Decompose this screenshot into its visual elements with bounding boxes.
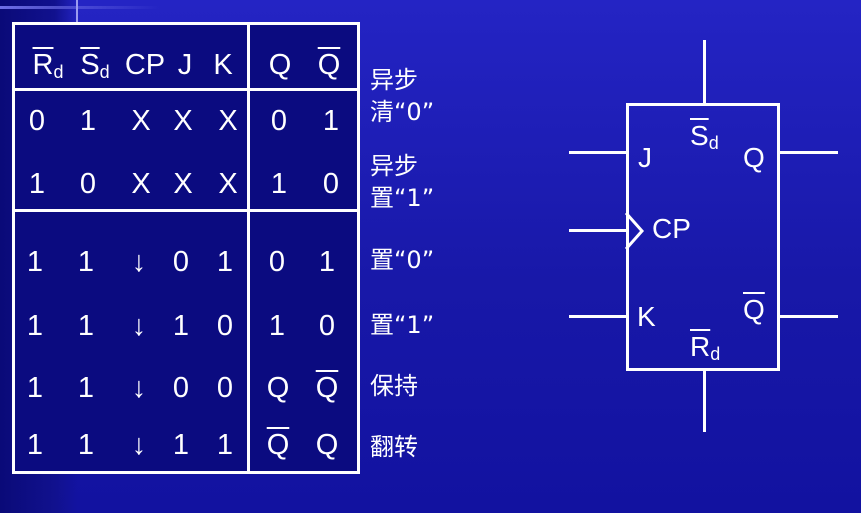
table-cell: ↓ xyxy=(131,372,147,404)
note-async-set-line2: 置“1” xyxy=(370,184,435,212)
pin-q xyxy=(779,151,838,154)
ff-label-k: K xyxy=(637,301,656,332)
table-cell: 0 xyxy=(322,168,340,200)
table-cell: Q xyxy=(315,429,339,461)
table-cell: 0 xyxy=(216,372,234,404)
table-cell: 0 xyxy=(79,168,97,200)
table-cell: 0 xyxy=(28,105,46,137)
table-cell: 1 xyxy=(216,429,234,461)
table-cell: Q xyxy=(266,372,290,404)
table-divider-vertical xyxy=(247,25,250,471)
table-cell: 1 xyxy=(26,310,44,342)
table-cell: X xyxy=(218,168,238,200)
table-cell: X xyxy=(131,168,151,200)
table-cell: 1 xyxy=(268,310,286,342)
table-cell: 1 xyxy=(318,246,336,278)
truth-table: Rd Sd CP J K Q Q 0 1 X X X 0 1 1 0 X X X… xyxy=(12,22,360,474)
top-decor-line xyxy=(76,0,78,24)
note-async-clear-line2: 清“0” xyxy=(370,98,435,126)
table-divider-async xyxy=(15,209,357,212)
table-cell: 0 xyxy=(172,372,190,404)
ff-label-sd: Sd xyxy=(690,120,719,153)
ff-label-qbar: Q xyxy=(743,294,765,325)
pin-k xyxy=(569,315,627,318)
table-cell: 0 xyxy=(172,246,190,278)
header-q: Q xyxy=(268,49,292,81)
note-set1: 置“1” xyxy=(370,311,435,339)
header-j: J xyxy=(177,49,193,81)
table-cell: X xyxy=(173,168,193,200)
ff-label-cp: CP xyxy=(652,213,691,244)
table-cell: 1 xyxy=(172,310,190,342)
table-cell: 1 xyxy=(28,168,46,200)
note-async-set-line1: 异步 xyxy=(370,152,418,180)
pin-qbar xyxy=(779,315,838,318)
table-cell: 1 xyxy=(322,105,340,137)
table-cell: Q xyxy=(315,372,339,404)
table-cell: 1 xyxy=(77,372,95,404)
table-cell: 1 xyxy=(77,310,95,342)
table-cell: 1 xyxy=(77,246,95,278)
table-cell: Q xyxy=(266,429,290,461)
table-cell: X xyxy=(173,105,193,137)
table-cell: 1 xyxy=(172,429,190,461)
note-hold: 保持 xyxy=(370,372,418,400)
note-async-clear-line1: 异步 xyxy=(370,66,418,94)
table-cell: 1 xyxy=(26,372,44,404)
pin-cp xyxy=(569,229,627,232)
table-cell: 1 xyxy=(270,168,288,200)
header-qbar: Q xyxy=(317,49,341,81)
ff-label-j: J xyxy=(638,142,652,173)
table-cell: 0 xyxy=(318,310,336,342)
table-cell: 1 xyxy=(26,429,44,461)
table-cell: 1 xyxy=(26,246,44,278)
note-toggle: 翻转 xyxy=(370,433,418,461)
table-cell: 0 xyxy=(268,246,286,278)
clock-triangle-icon xyxy=(624,212,645,250)
table-cell: 1 xyxy=(79,105,97,137)
top-decor-bar xyxy=(0,6,160,9)
table-cell: 1 xyxy=(77,429,95,461)
pin-sd xyxy=(703,40,706,104)
jk-flipflop-box xyxy=(626,103,780,371)
table-cell: ↓ xyxy=(131,246,147,278)
ff-label-rd: Rd xyxy=(690,331,721,364)
table-cell: X xyxy=(218,105,238,137)
table-cell: 0 xyxy=(216,310,234,342)
header-rd: Rd xyxy=(32,49,64,82)
pin-rd xyxy=(703,370,706,432)
pin-j xyxy=(569,151,627,154)
table-cell: 0 xyxy=(270,105,288,137)
ff-label-q: Q xyxy=(743,142,765,173)
header-k: K xyxy=(213,49,233,81)
table-cell: ↓ xyxy=(131,310,147,342)
table-cell: ↓ xyxy=(131,429,147,461)
table-divider-header xyxy=(15,88,357,91)
note-set0: 置“0” xyxy=(370,246,435,274)
header-cp: CP xyxy=(124,49,166,81)
table-cell: 1 xyxy=(216,246,234,278)
header-sd: Sd xyxy=(80,49,110,82)
table-cell: X xyxy=(131,105,151,137)
